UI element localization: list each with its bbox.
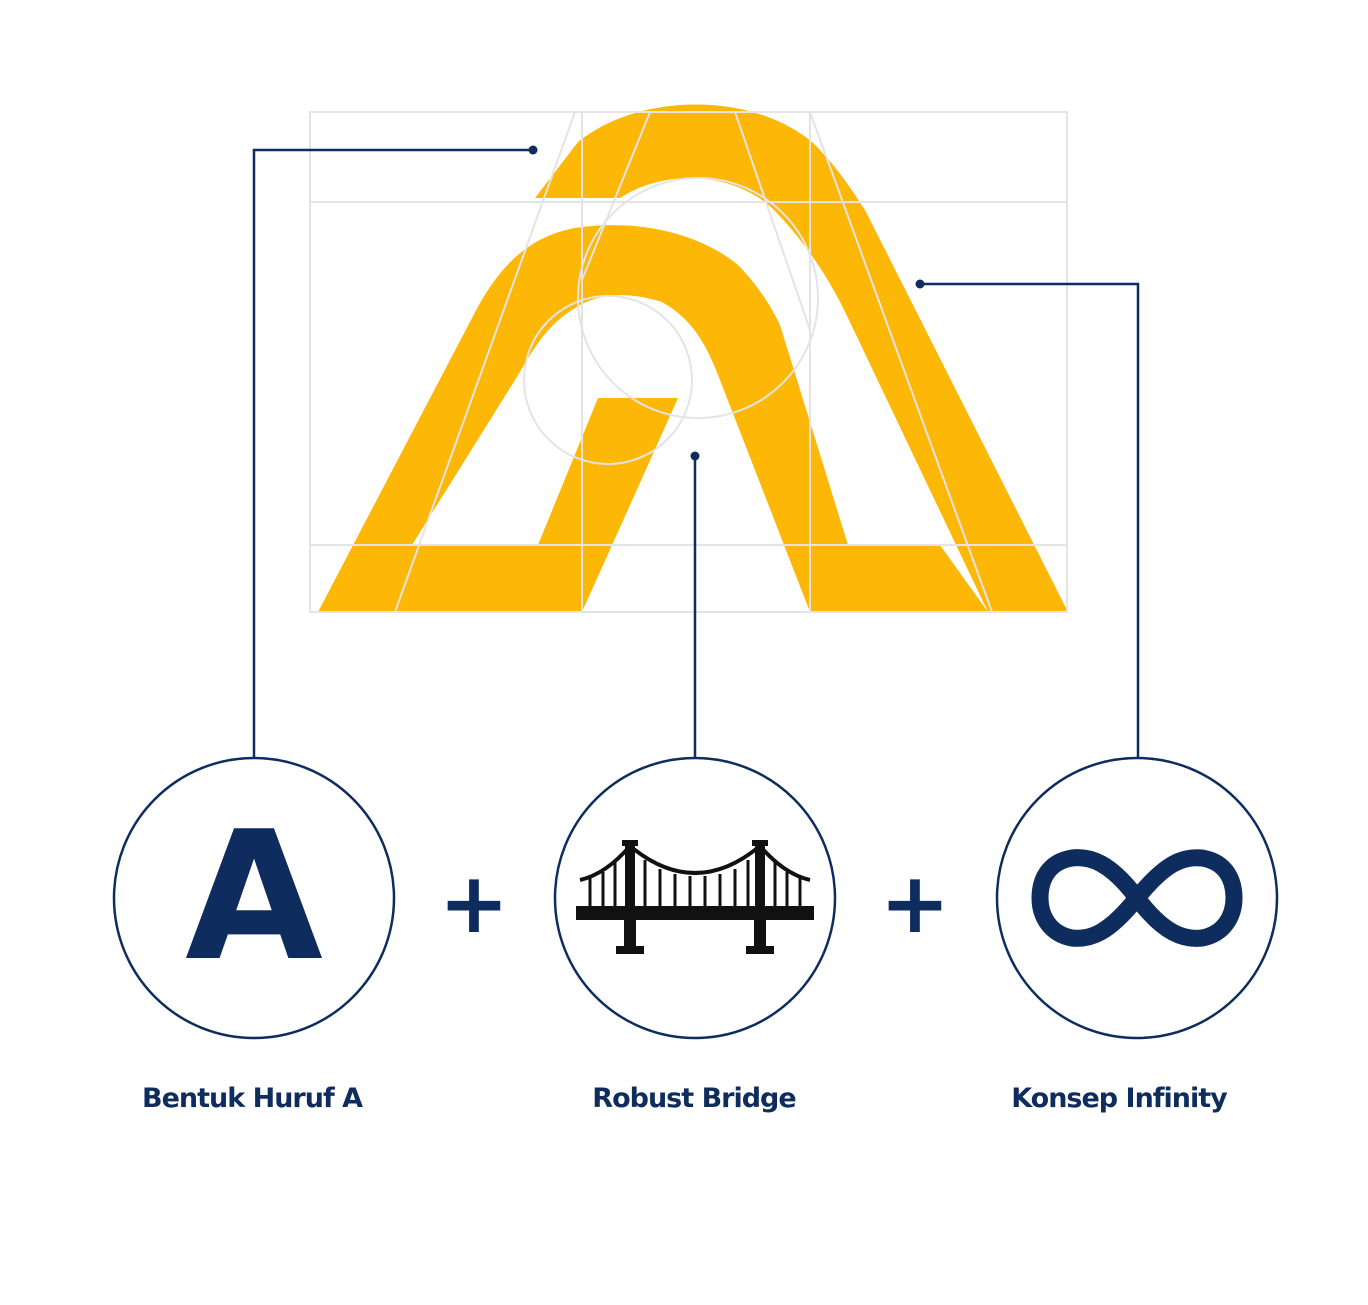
logo-outer-arch	[535, 104, 1068, 612]
connector-dot	[915, 279, 925, 289]
grid-line	[581, 111, 651, 281]
connector-infinity	[920, 282, 1140, 758]
label-letter-a: Bentuk Huruf A	[142, 1083, 363, 1114]
letter-a-circle	[112, 756, 396, 1040]
connector-letter-a	[252, 148, 533, 758]
plus-sign: +	[880, 854, 950, 952]
logo-inner-arch	[318, 225, 988, 612]
grid-line	[809, 111, 993, 613]
letter-a-icon: A	[185, 793, 323, 1000]
grid-circle	[577, 177, 819, 419]
logo-mark	[318, 104, 1068, 612]
grid-circle	[523, 295, 693, 465]
connectors	[252, 148, 1140, 758]
grid-frame	[309, 111, 1068, 613]
bridge-circle	[553, 756, 837, 1040]
grid-line	[394, 111, 576, 613]
label-bridge: Robust Bridge	[592, 1083, 796, 1114]
logo-inner-leg	[500, 398, 678, 612]
construction-grid	[309, 111, 1068, 613]
grid-line	[734, 111, 811, 331]
connector-dot	[528, 145, 538, 155]
label-infinity: Konsep Infinity	[1011, 1083, 1228, 1114]
connector-dot	[690, 451, 700, 461]
plus-sign: +	[439, 854, 509, 952]
infinity-icon	[1031, 849, 1243, 947]
bridge-icon	[576, 840, 814, 954]
